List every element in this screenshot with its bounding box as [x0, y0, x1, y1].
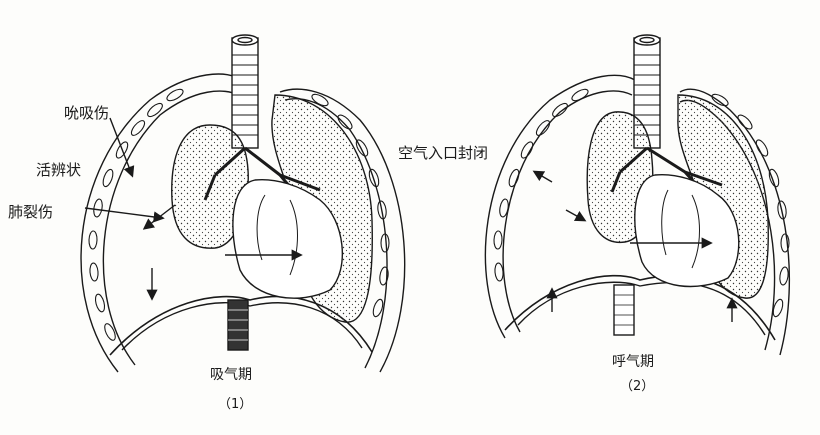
right-chest-wall	[484, 74, 636, 339]
right-ribs	[493, 88, 790, 318]
left-ribs	[88, 88, 390, 341]
left-heart	[232, 178, 343, 299]
label-valve-like: 活辨状	[36, 161, 82, 179]
left-figure	[80, 34, 406, 373]
right-heart	[634, 173, 740, 288]
figure-number-right: （2）	[620, 379, 655, 394]
label-air-inlet-closed: 空气入口封闭	[398, 144, 489, 162]
label-sucking-wound: 吮吸伤	[64, 104, 110, 122]
caption-right: 呼气期	[612, 354, 654, 370]
right-figure	[484, 34, 791, 356]
figure-number-left: （1）	[218, 397, 253, 412]
label-lung-laceration: 肺裂伤	[8, 203, 54, 221]
caption-left: 吸气期	[210, 367, 252, 383]
left-trachea	[231, 34, 259, 149]
